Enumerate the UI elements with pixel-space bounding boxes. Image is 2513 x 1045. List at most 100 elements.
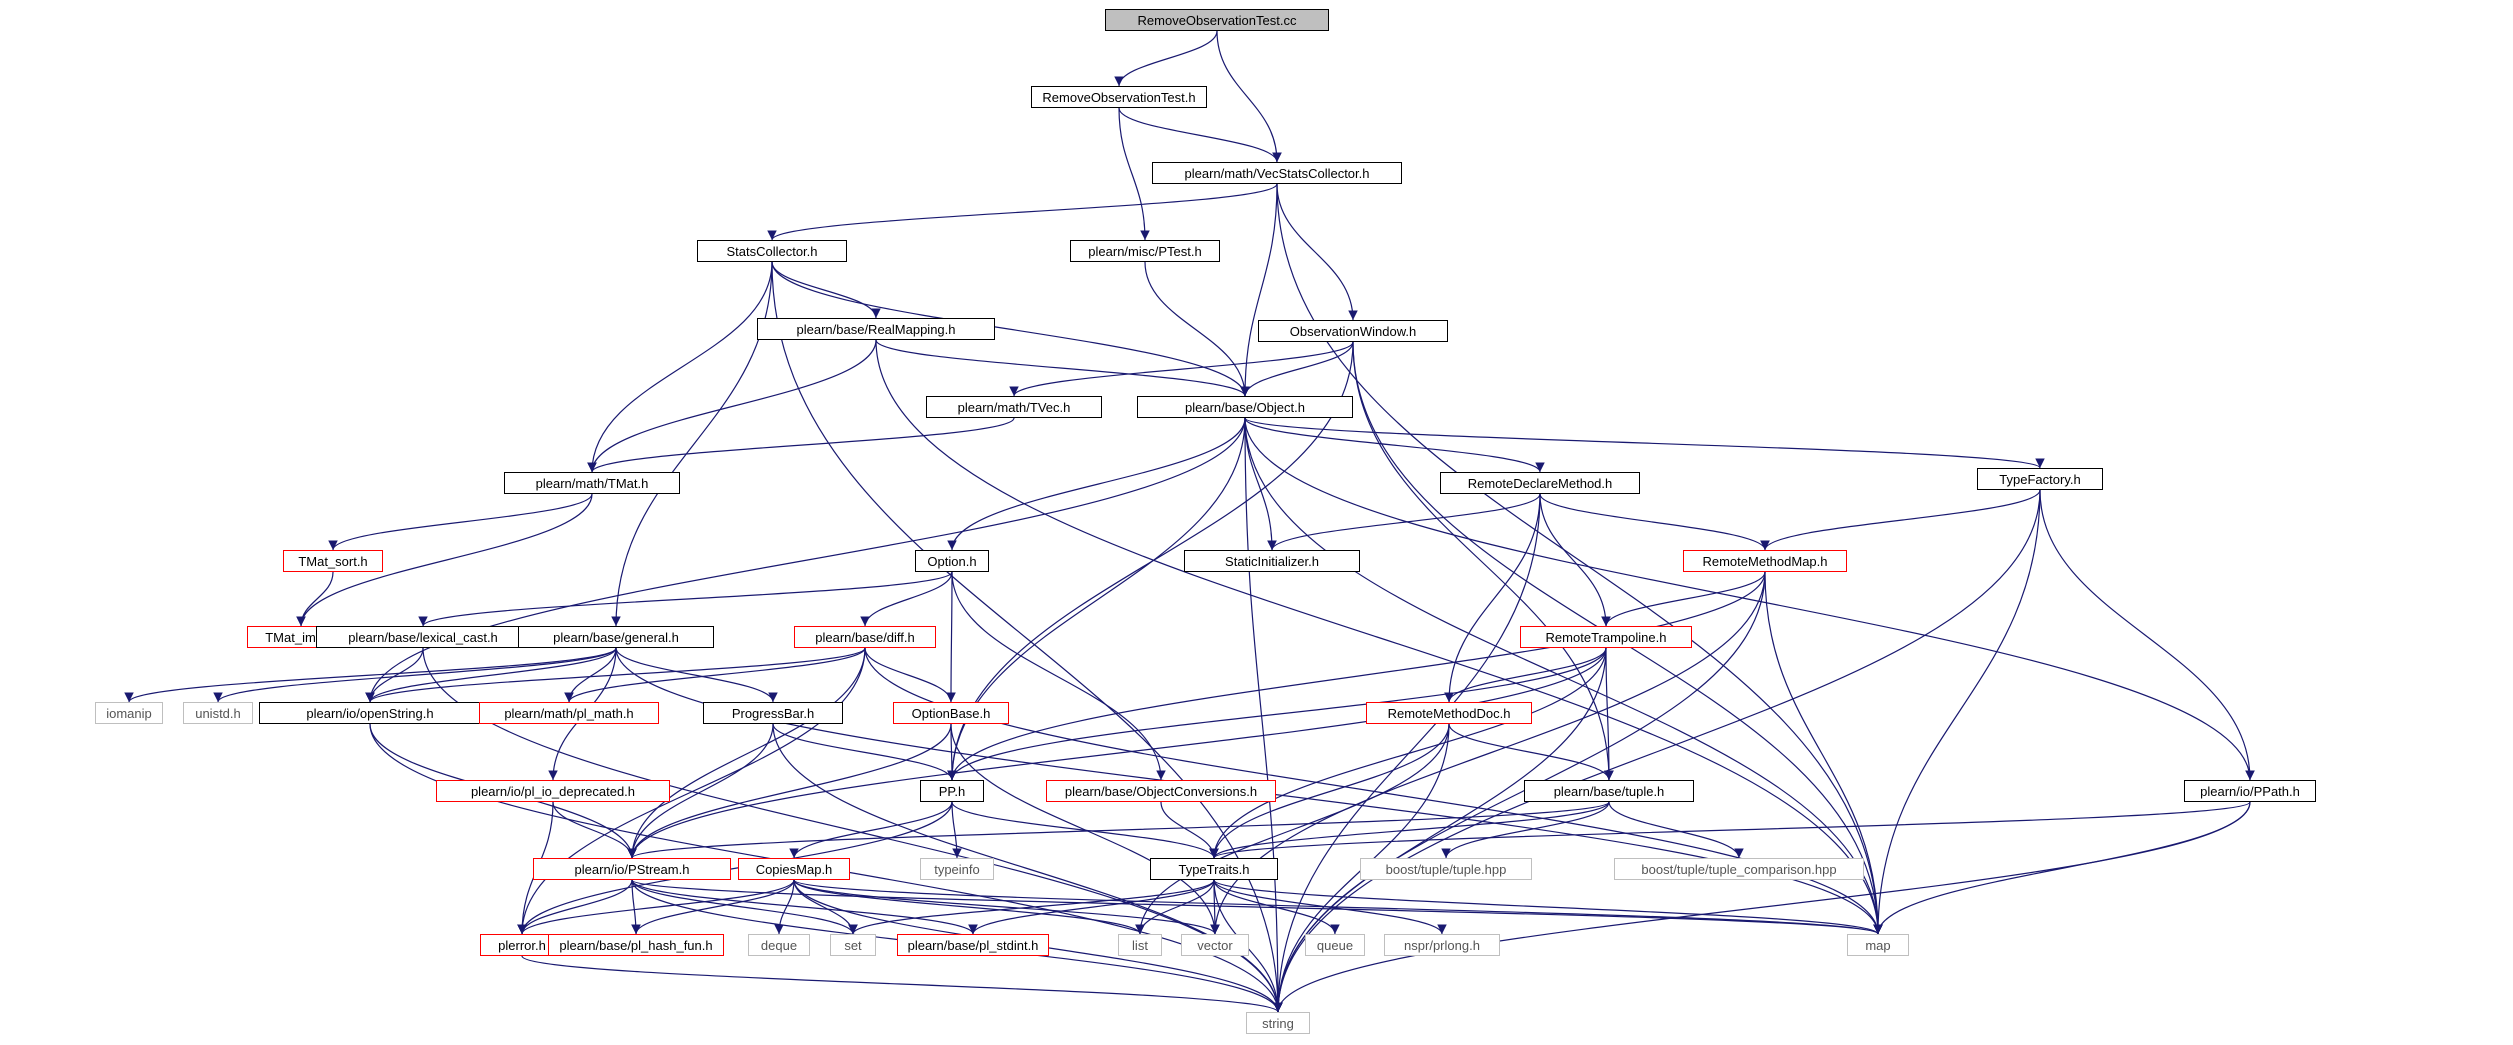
edge-object-to-typefactory (1244, 417, 2045, 469)
edge-diff-to-pstream (627, 647, 866, 859)
node-hashfun[interactable]: plearn/base/pl_hash_fun.h (548, 934, 724, 956)
edge-realmap-to-tmat (587, 339, 877, 473)
node-typefactory[interactable]: TypeFactory.h (1977, 468, 2103, 490)
node-tuple[interactable]: plearn/base/tuple.h (1524, 780, 1694, 802)
node-optionbase[interactable]: OptionBase.h (893, 702, 1009, 724)
node-progress[interactable]: ProgressBar.h (703, 702, 843, 724)
edge-typetraits-to-set (848, 879, 1215, 935)
edge-typefactory-to-ppath (2039, 489, 2255, 781)
edge-rtramp-to-string (1273, 647, 1607, 1013)
node-prlong[interactable]: nspr/prlong.h (1384, 934, 1500, 956)
edge-plerror-to-string (521, 955, 1283, 1013)
edge-diff-to-optionbase (864, 647, 956, 703)
edge-vecstats-to-object (1240, 183, 1278, 397)
node-rtramp[interactable]: RemoteTrampoline.h (1520, 626, 1692, 648)
node-plmath[interactable]: plearn/math/pl_math.h (479, 702, 659, 724)
node-rdm[interactable]: RemoteDeclareMethod.h (1440, 472, 1640, 494)
edge-general-to-progress (615, 647, 778, 703)
edge-object-to-pp (947, 417, 1246, 781)
edge-typetraits-to-stdint (968, 879, 1215, 935)
edge-root-to-rot_h (1114, 30, 1218, 87)
node-pp[interactable]: PP.h (920, 780, 984, 802)
edge-copiesmap-to-map (793, 879, 1883, 935)
edge-statscoll-to-tmat (587, 261, 773, 473)
node-rmm[interactable]: RemoteMethodMap.h (1683, 550, 1847, 572)
edge-tuple-to-pstream (627, 801, 1610, 859)
edge-copiesmap-to-hashfun (631, 879, 795, 935)
edge-object-to-rdm (1244, 417, 1545, 473)
edge-rdm-to-rmdoc (1444, 493, 1541, 703)
edge-object-to-staticinit (1244, 417, 1277, 551)
edge-obswin-to-object (1240, 341, 1354, 397)
edge-ppath-to-map (1873, 801, 2251, 935)
node-typetraits[interactable]: TypeTraits.h (1150, 858, 1278, 880)
edge-optionbase-to-pstream (627, 723, 952, 859)
edge-pp-to-typeinfo (951, 801, 962, 859)
node-objconv[interactable]: plearn/base/ObjectConversions.h (1046, 780, 1276, 802)
node-rmdoc[interactable]: RemoteMethodDoc.h (1366, 702, 1532, 724)
node-unistd[interactable]: unistd.h (183, 702, 253, 724)
edge-rdm-to-rtramp (1539, 493, 1611, 627)
node-realmap[interactable]: plearn/base/RealMapping.h (757, 318, 995, 340)
node-typeinfo[interactable]: typeinfo (920, 858, 994, 880)
edge-general-to-unistd (213, 647, 617, 703)
node-map[interactable]: map (1847, 934, 1909, 956)
edge-progress-to-pp (772, 723, 957, 781)
edge-rmdoc-to-typetraits (1209, 723, 1450, 859)
edge-object-to-openstring (365, 417, 1246, 703)
edge-realmap-to-map (875, 339, 1883, 935)
edge-general-to-openstring (365, 647, 617, 703)
node-string[interactable]: string (1246, 1012, 1310, 1034)
node-root[interactable]: RemoveObservationTest.cc (1105, 9, 1329, 31)
node-ppath[interactable]: plearn/io/PPath.h (2184, 780, 2316, 802)
edge-rtramp-to-pp (947, 647, 1607, 781)
edge-statscoll-to-realmap (771, 261, 881, 319)
node-deque[interactable]: deque (748, 934, 810, 956)
edge-rmm-to-map (1764, 571, 1883, 935)
node-list[interactable]: list (1118, 934, 1162, 956)
node-ptest[interactable]: plearn/misc/PTest.h (1070, 240, 1220, 262)
edge-pstream-to-stdint (631, 879, 978, 935)
node-lexcast[interactable]: plearn/base/lexical_cast.h (316, 626, 530, 648)
edge-optionbase-to-vector (950, 723, 1220, 935)
edge-diff-to-map (864, 647, 1883, 935)
node-general[interactable]: plearn/base/general.h (518, 626, 714, 648)
node-vector[interactable]: vector (1181, 934, 1249, 956)
node-queue[interactable]: queue (1305, 934, 1365, 956)
node-tvec[interactable]: plearn/math/TVec.h (926, 396, 1102, 418)
edge-rot_h-to-vecstats (1118, 107, 1282, 163)
edge-root-to-vecstats (1216, 30, 1282, 163)
node-stdint[interactable]: plearn/base/pl_stdint.h (897, 934, 1049, 956)
node-bt-tcmp[interactable]: boost/tuple/tuple_comparison.hpp (1614, 858, 1864, 880)
edge-option-to-objconv (951, 571, 1166, 781)
node-iomanip[interactable]: iomanip (95, 702, 163, 724)
edge-rdm-to-staticinit (1267, 493, 1541, 551)
edge-option-to-diff (860, 571, 953, 627)
node-obswin[interactable]: ObservationWindow.h (1258, 320, 1448, 342)
node-vecstats[interactable]: plearn/math/VecStatsCollector.h (1152, 162, 1402, 184)
node-staticinit[interactable]: StaticInitializer.h (1184, 550, 1360, 572)
edge-tuple-to-bt_tuple (1441, 801, 1610, 859)
edge-typetraits-to-map (1213, 879, 1883, 935)
node-bt-tuple[interactable]: boost/tuple/tuple.hpp (1360, 858, 1532, 880)
edge-object-to-string (1244, 417, 1283, 1013)
node-diff[interactable]: plearn/base/diff.h (794, 626, 936, 648)
edge-vecstats-to-obswin (1276, 183, 1358, 321)
node-tmatsort[interactable]: TMat_sort.h (283, 550, 383, 572)
node-iodeprecated[interactable]: plearn/io/pl_io_deprecated.h (436, 780, 670, 802)
node-openstring[interactable]: plearn/io/openString.h (259, 702, 481, 724)
node-set[interactable]: set (830, 934, 876, 956)
edge-option-to-lexcast (418, 571, 953, 627)
node-tmat[interactable]: plearn/math/TMat.h (504, 472, 680, 494)
edge-typetraits-to-list (1135, 879, 1215, 935)
node-option[interactable]: Option.h (915, 550, 989, 572)
node-object[interactable]: plearn/base/Object.h (1137, 396, 1353, 418)
edge-copiesmap-to-list (793, 879, 1145, 935)
node-statscoll[interactable]: StatsCollector.h (697, 240, 847, 262)
node-copiesmap[interactable]: CopiesMap.h (738, 858, 850, 880)
node-pstream[interactable]: plearn/io/PStream.h (533, 858, 731, 880)
node-rot-h[interactable]: RemoveObservationTest.h (1031, 86, 1207, 108)
edge-statscoll-to-object (771, 261, 1250, 397)
